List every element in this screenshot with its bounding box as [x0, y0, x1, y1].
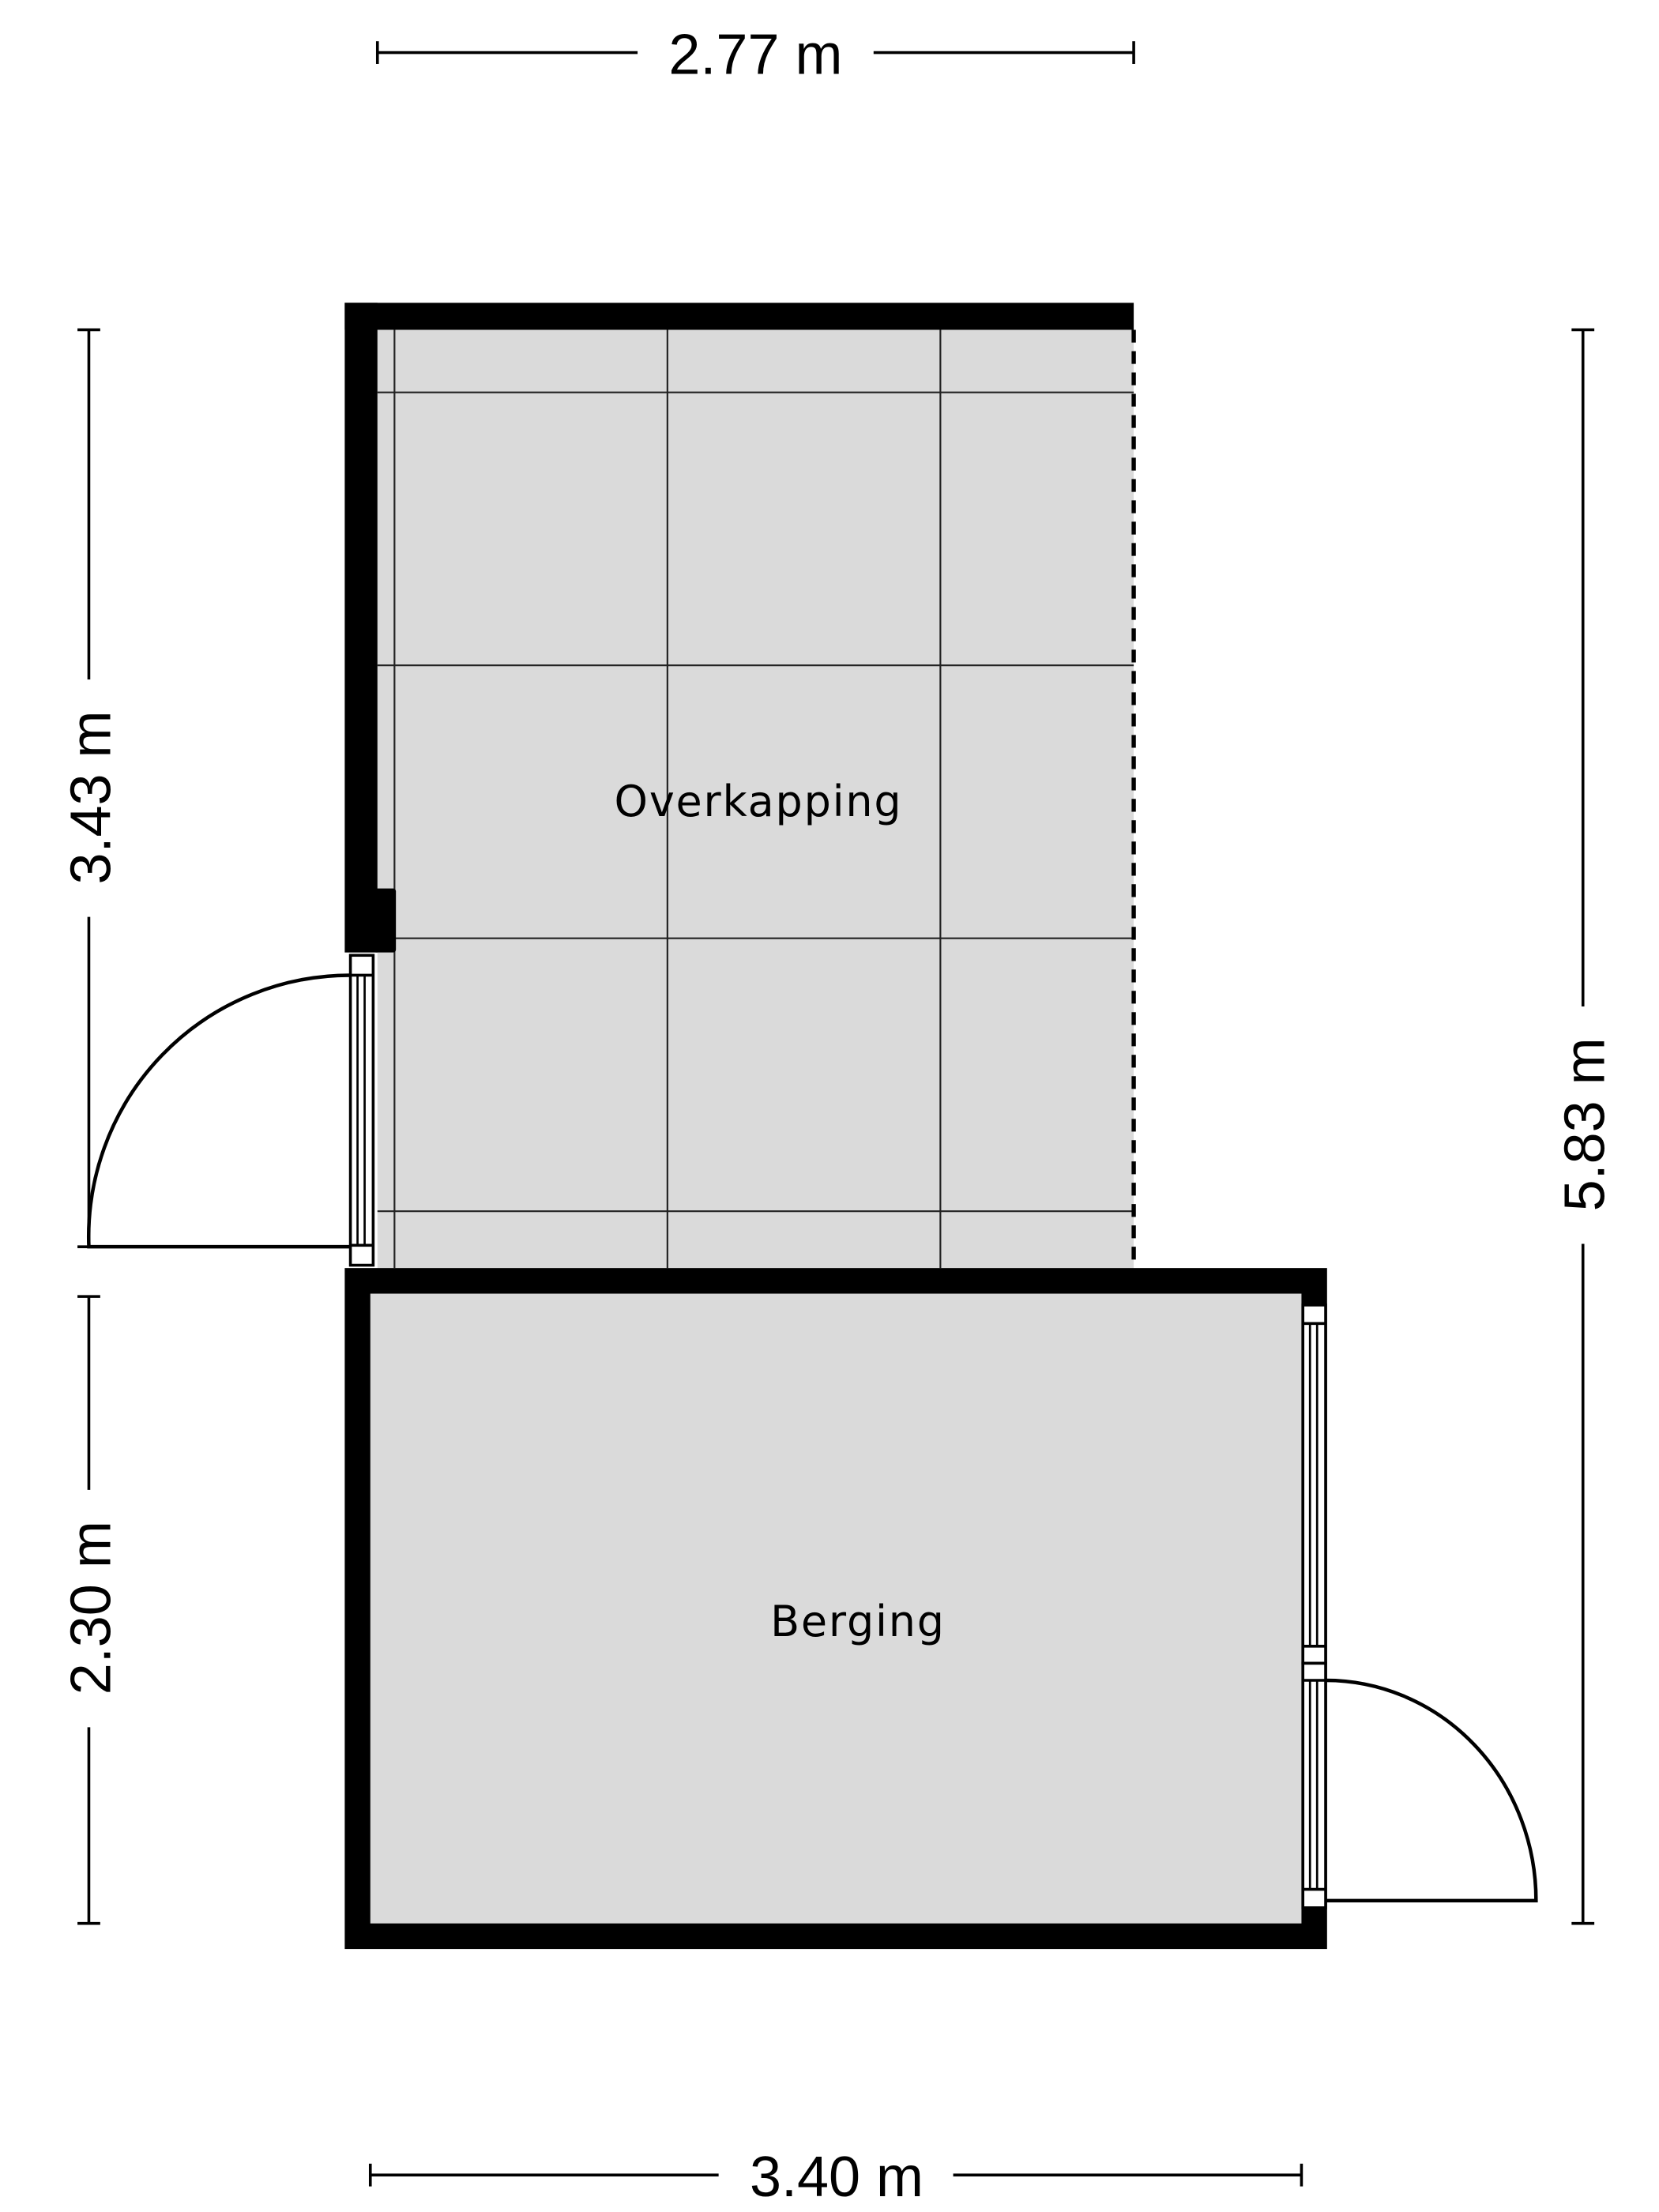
overkapping-floor: [377, 329, 1134, 1269]
dimension-lines: [77, 41, 1595, 2187]
right-door[interactable]: [1301, 1661, 1538, 1909]
dimension-bottom: 3.40 m: [750, 2146, 924, 2209]
overkapping-left-wall: [344, 303, 378, 953]
dimension-left-upper: 3.43 m: [59, 710, 122, 884]
dimension-top: 2.77 m: [668, 24, 842, 87]
dimension-left-lower: 2.30 m: [59, 1521, 122, 1695]
overkapping-top-wall: [344, 303, 1134, 330]
overkapping-tile-grid: [377, 329, 1134, 1269]
room-label-berging: Berging: [770, 1597, 946, 1646]
room-label-overkapping: Overkapping: [615, 777, 903, 826]
wall-pillar: [373, 888, 397, 953]
berging-floor: [370, 1293, 1302, 1924]
dimension-right: 5.83 m: [1554, 1037, 1617, 1211]
right-window: [1301, 1304, 1327, 1665]
left-door[interactable]: [86, 954, 375, 1267]
